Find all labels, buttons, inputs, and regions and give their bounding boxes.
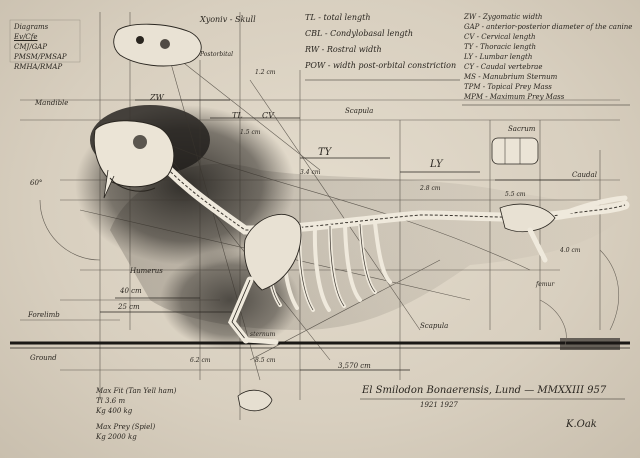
sacrum-label: Sacrum <box>508 125 536 133</box>
mandible-label: Mandible <box>35 99 69 107</box>
note-line-5: Kg 2000 kg <box>96 433 137 441</box>
top-legend-line-3: RW - Rostral width <box>305 45 382 54</box>
right-legend-line-5: LY - Lumbar length <box>464 53 533 61</box>
left-legend-line-3: CMJ/GAP <box>14 43 48 51</box>
top-legend-line-2: CBL - Condylobasal length <box>305 29 414 38</box>
left-legend-line-1: Diagrams <box>14 23 49 31</box>
sternum-label: sternum <box>250 331 276 338</box>
ty-label: TY <box>318 147 332 158</box>
measure-8: 8.5 cm <box>255 357 276 364</box>
tl-label: TL <box>232 111 243 120</box>
right-legend-line-2: GAP - anterior-posterior diameter of the… <box>464 23 633 31</box>
measure-6: 4.0 cm <box>560 247 581 254</box>
measure-7: 6.2 cm <box>190 357 211 364</box>
drawing-subtitle: 1921 1927 <box>420 401 458 409</box>
caudal-label: Caudal <box>572 171 597 179</box>
ly-label: LY <box>430 159 443 170</box>
ground-label: Ground <box>30 354 57 362</box>
postorbital-label: Postorbital <box>200 51 234 58</box>
right-legend-line-6: CY - Caudal vertebrae <box>464 63 543 71</box>
femur-label: femur <box>536 281 555 288</box>
measure-2: 1.5 cm <box>240 129 261 136</box>
zw-label: ZW <box>150 93 164 102</box>
right-legend-line-8: TPM - Topical Prey Mass <box>464 83 552 91</box>
forelimb-label: Forelimb <box>28 311 60 319</box>
scapula-bottom-label: Scapula <box>420 322 449 330</box>
measure-5: 5.5 cm <box>505 191 526 198</box>
scapula-top-label: Scapula <box>345 107 374 115</box>
cv-label: CV <box>262 111 274 120</box>
artist-signature: K.Oak <box>566 419 597 430</box>
note-line-3: Kg 400 kg <box>96 407 133 415</box>
shoulder-label: 40 cm <box>120 287 142 295</box>
left-legend-line-2: Ev/Cfe <box>14 33 38 41</box>
note-line-1: Max Fit (Tan Yell ham) <box>96 387 177 395</box>
length-bottom-label: 3,570 cm <box>338 362 371 370</box>
note-line-2: Tl 3.6 m <box>96 397 126 405</box>
left-legend-line-5: RMHA/RMAP <box>14 63 63 71</box>
degrees-label: 60° <box>30 179 43 187</box>
note-line-4: Max Prey (Spiel) <box>96 423 156 431</box>
measure-4: 2.8 cm <box>420 185 441 192</box>
left-legend-line-4: PMSM/PMSAP <box>14 53 67 61</box>
measure-3: 3.4 cm <box>300 169 321 176</box>
measure-1: 1.2 cm <box>255 69 276 76</box>
top-legend-line-4: POW - width post-orbital constriction <box>305 61 457 70</box>
top-legend-line-1: TL - total length <box>305 13 371 22</box>
drawing-title: El Smilodon Bonaerensis, Lund — MMXXIII … <box>362 385 607 396</box>
right-legend-line-4: TY - Thoracic length <box>464 43 537 51</box>
chest-width-label: 25 cm <box>118 303 140 311</box>
humerus-label: Humerus <box>130 267 163 275</box>
skull-label: Xyoniv - Skull <box>200 15 256 24</box>
right-legend-line-9: MPM - Maximum Prey Mass <box>464 93 565 101</box>
right-legend-line-1: ZW - Zygomatic width <box>464 13 543 21</box>
right-legend-line-7: MS - Manubrium Sternum <box>464 73 558 81</box>
right-legend-line-3: CV - Cervical length <box>464 33 536 41</box>
